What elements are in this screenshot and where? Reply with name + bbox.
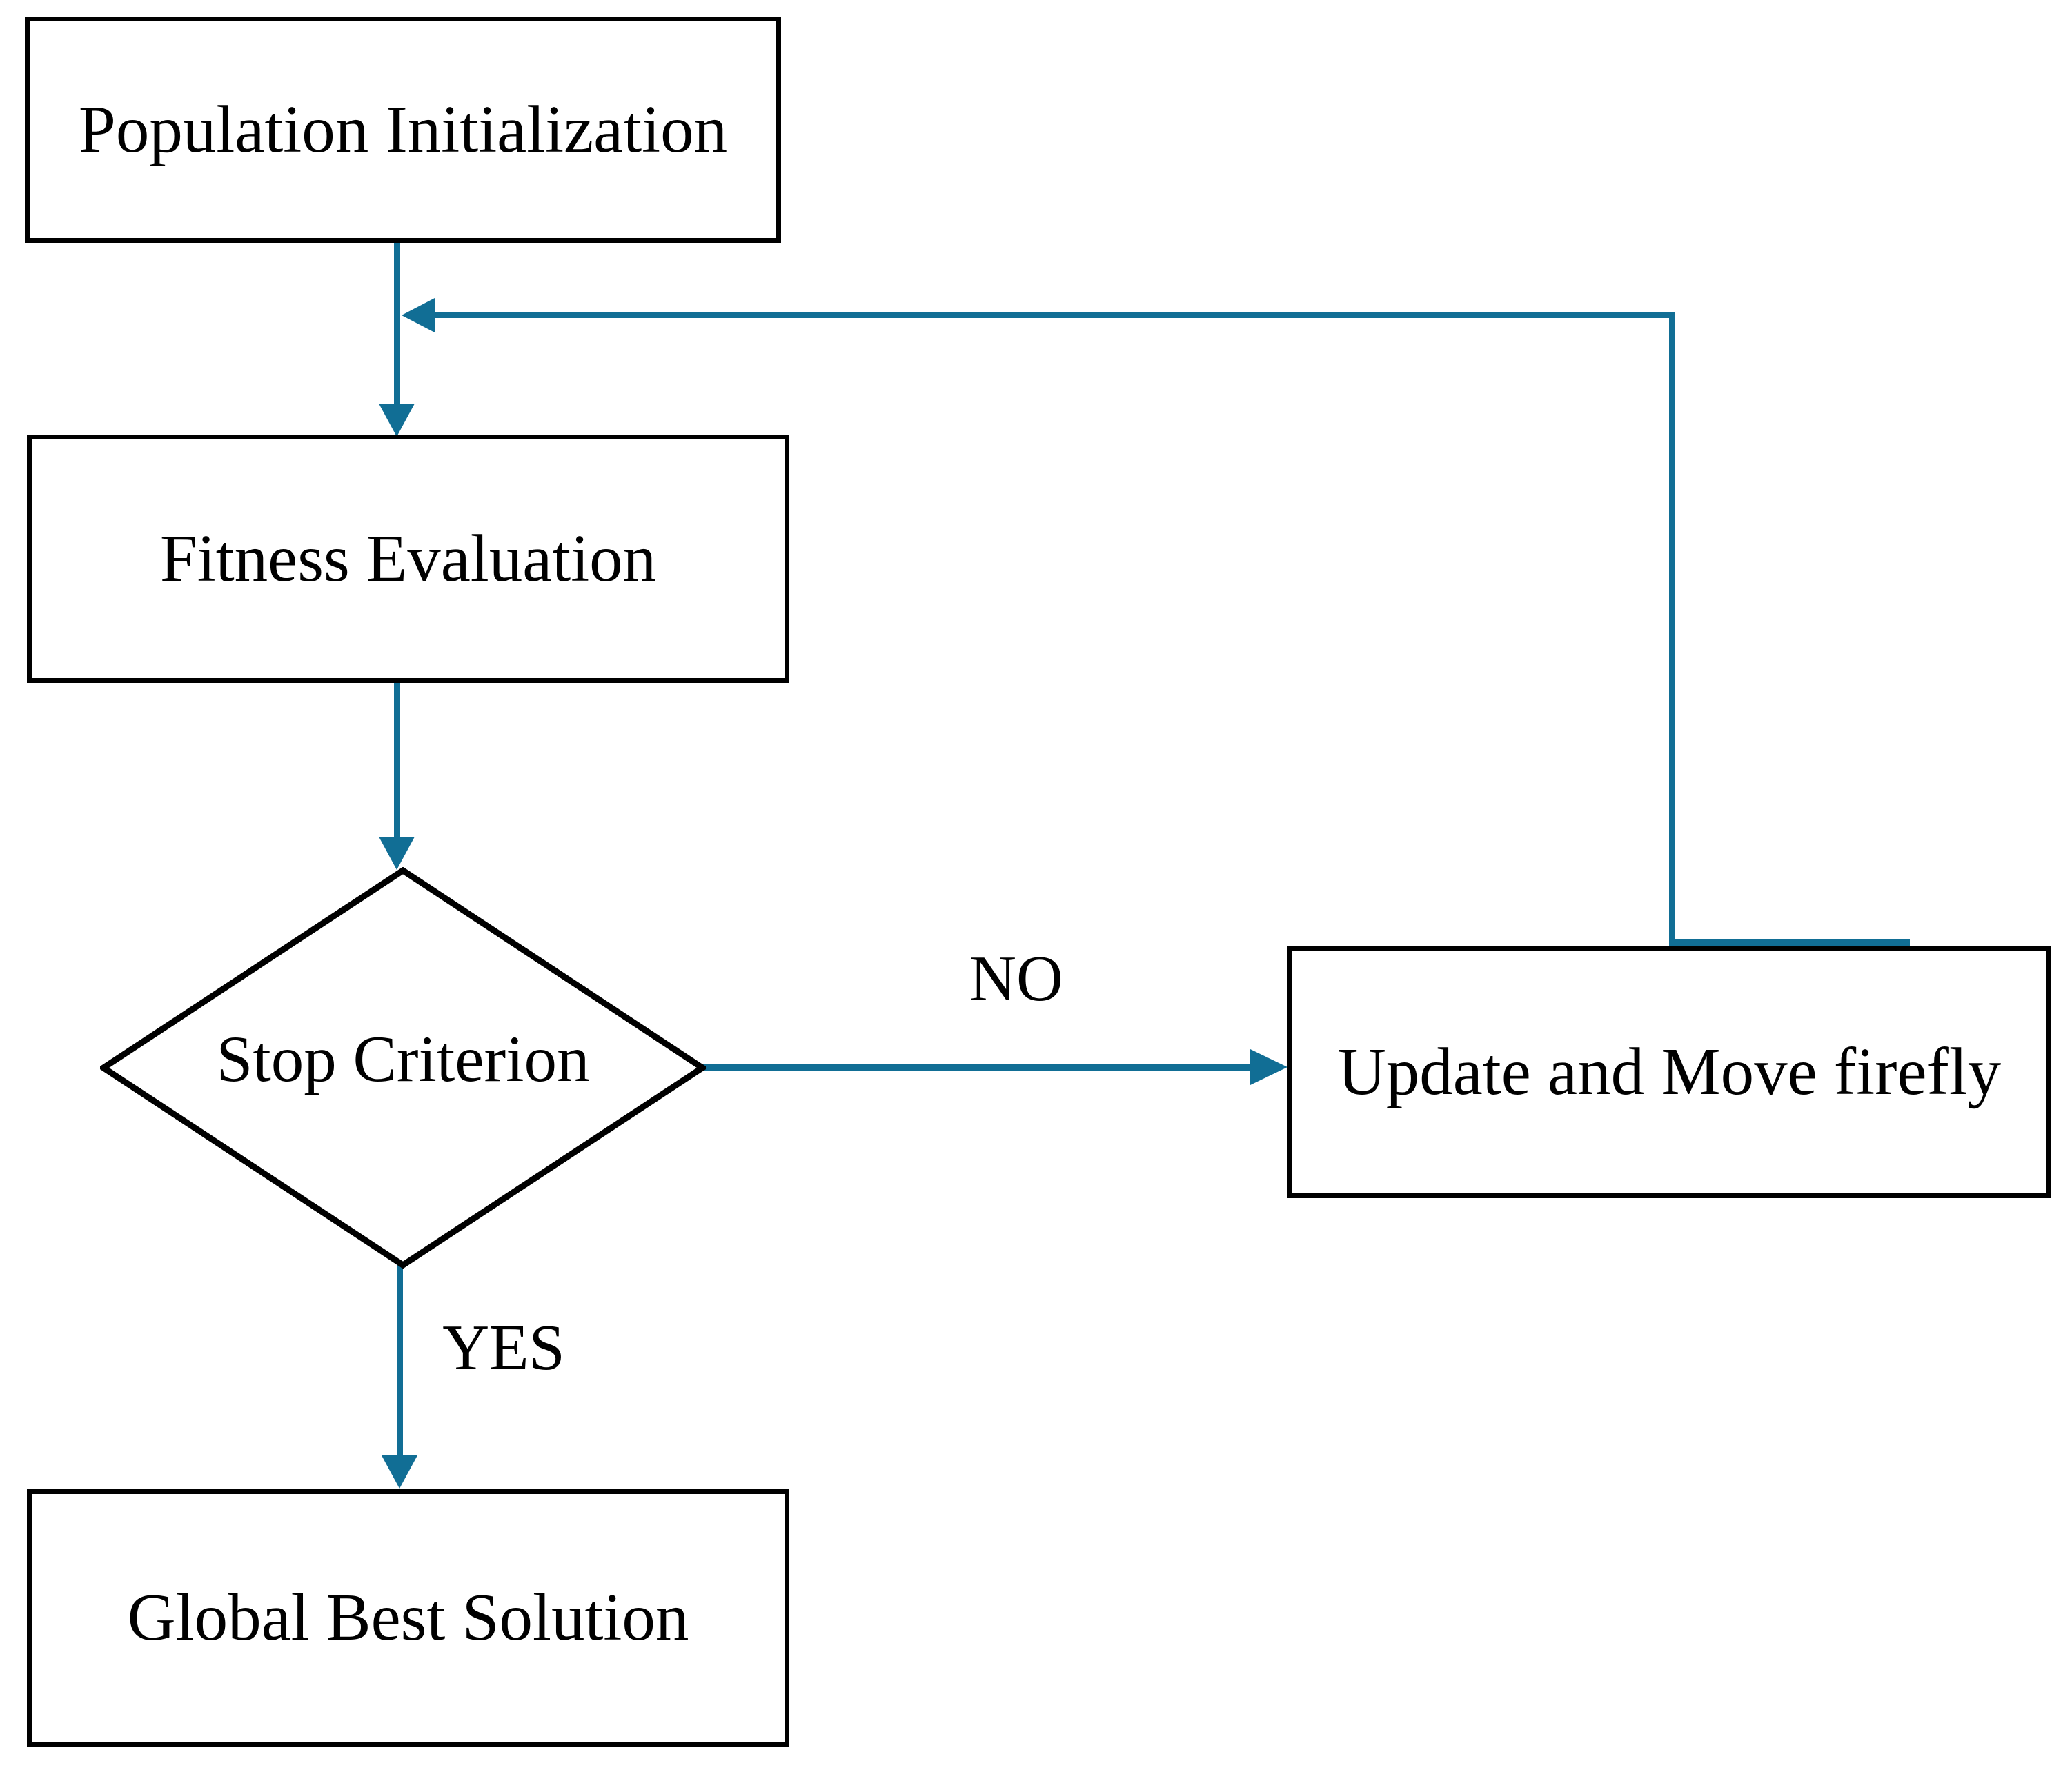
edge-update-to-fitness-feedback-stub xyxy=(1672,939,1910,946)
edge-fitness-to-stop-line xyxy=(394,683,400,837)
arrowhead-left-icon xyxy=(402,298,435,332)
arrowhead-down-icon xyxy=(379,404,415,437)
node-population-initialization-label: Population Initialization xyxy=(78,92,728,166)
node-global-best-solution-label: Global Best Solution xyxy=(127,1580,689,1655)
edge-init-to-fitness-line xyxy=(394,243,400,406)
node-stop-criterion: Stop Criterion xyxy=(103,871,702,1246)
node-stop-criterion-label: Stop Criterion xyxy=(216,1022,590,1095)
edge-label-no: NO xyxy=(969,943,1063,1015)
node-update-and-move-firefly: Update and Move firefly xyxy=(1287,946,2051,1198)
edge-update-to-fitness-feedback-vline xyxy=(1669,312,1675,946)
edge-stop-yes-to-global-line xyxy=(397,1265,403,1455)
node-fitness-evaluation: Fitness Evaluation xyxy=(27,435,789,683)
node-global-best-solution: Global Best Solution xyxy=(27,1489,789,1747)
arrowhead-right-icon xyxy=(1250,1049,1287,1085)
node-fitness-evaluation-label: Fitness Evaluation xyxy=(159,521,657,595)
arrowhead-down-icon xyxy=(379,837,415,870)
edge-stop-no-to-update-line xyxy=(702,1064,1250,1071)
node-update-and-move-firefly-label: Update and Move firefly xyxy=(1337,1035,2002,1109)
arrowhead-down-icon xyxy=(382,1455,417,1489)
edge-label-yes: YES xyxy=(442,1312,565,1384)
node-stop-criterion-shape xyxy=(100,867,706,1269)
edge-update-to-fitness-feedback-hline xyxy=(435,312,1675,318)
node-population-initialization: Population Initialization xyxy=(25,17,781,243)
